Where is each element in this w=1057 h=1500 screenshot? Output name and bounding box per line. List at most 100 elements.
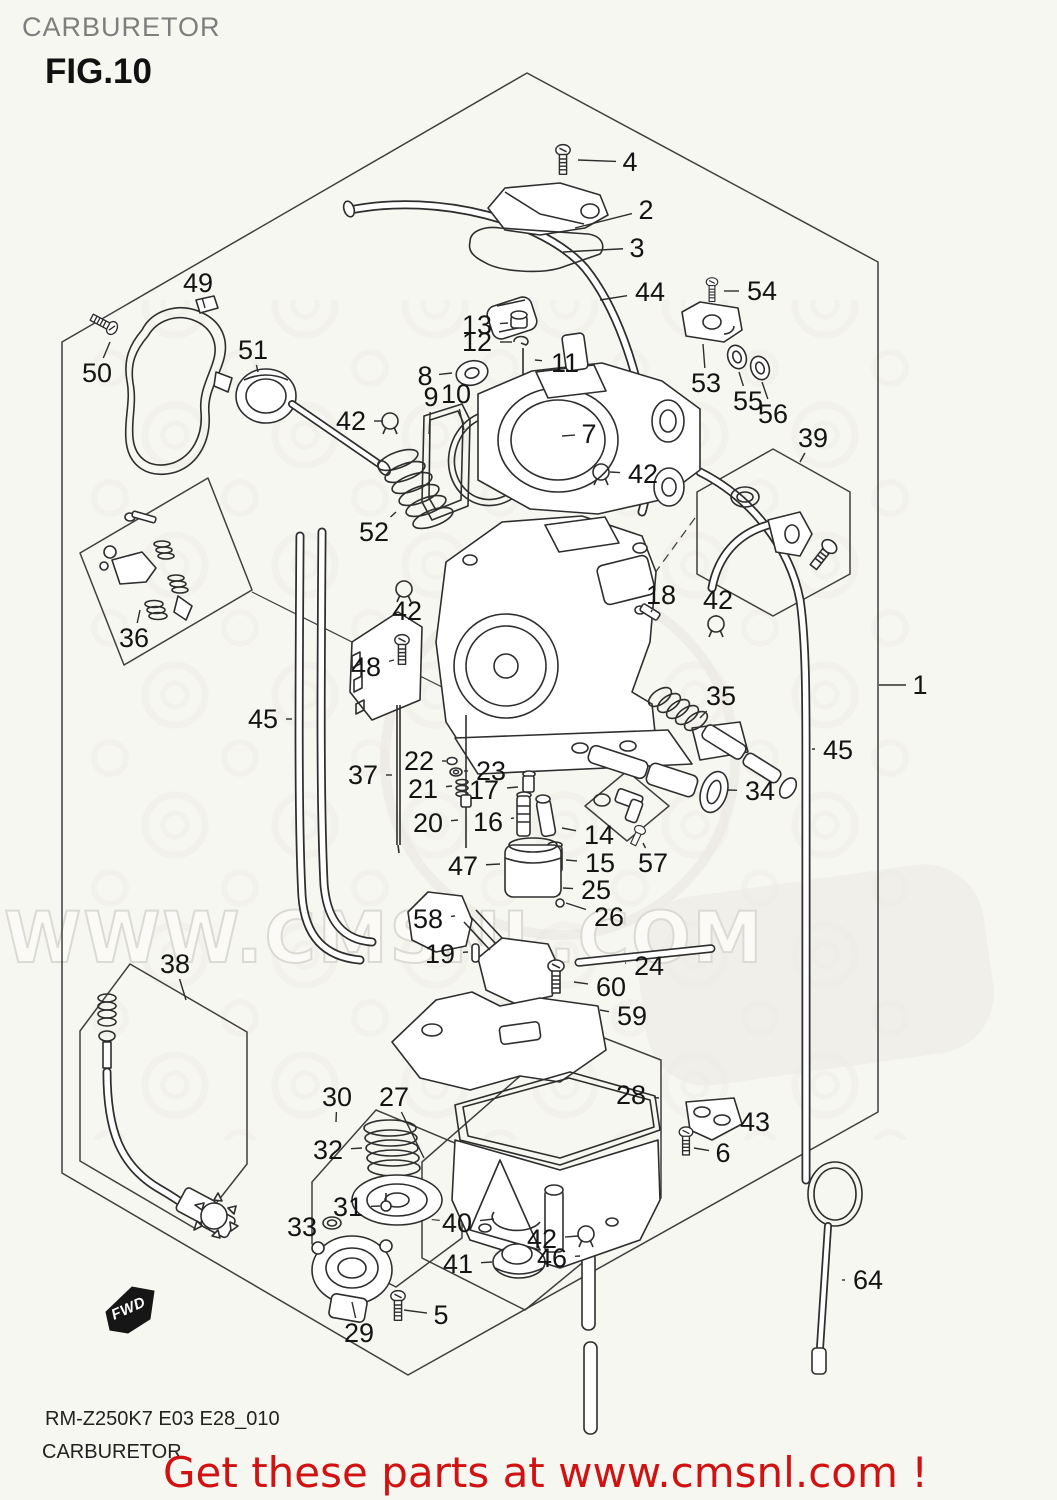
leader-line-15 <box>565 859 578 862</box>
part-label-36: 36 <box>119 623 149 653</box>
leader-line-60 <box>573 981 589 985</box>
part-label-42: 42 <box>703 585 733 615</box>
part-label-55: 55 <box>733 386 763 416</box>
leader-line-36 <box>136 609 141 624</box>
part-22-washer-art <box>446 756 458 766</box>
part-label-18: 18 <box>646 580 676 610</box>
leader-line-42 <box>564 1235 579 1238</box>
part-label-42: 42 <box>628 459 658 489</box>
leader-line-49 <box>201 297 206 309</box>
leader-line-13 <box>499 322 509 325</box>
part-label-58: 58 <box>413 904 443 934</box>
part-36-group-art <box>99 510 193 621</box>
leader-line-20 <box>450 819 459 822</box>
leader-line-42 <box>609 471 621 474</box>
leader-line-53 <box>702 343 706 369</box>
part-59-plate-art <box>391 991 607 1091</box>
part-label-51: 51 <box>238 335 268 365</box>
part-34-plunger-art <box>587 744 729 814</box>
part-label-11: 11 <box>551 348 579 378</box>
part-37-rod-art <box>396 705 401 854</box>
part-30-diaphragm-art <box>351 1174 443 1226</box>
part-47-holder-art <box>504 837 562 898</box>
part-label-20: 20 <box>413 808 443 838</box>
part-38-sensor-art <box>97 993 239 1239</box>
leader-line-39 <box>799 452 806 463</box>
part-label-53: 53 <box>691 368 721 398</box>
part-label-54: 54 <box>747 276 777 306</box>
box-30 <box>311 1109 463 1288</box>
watermark-text: WWW.CMSNL.COM <box>4 897 764 979</box>
part-label-10: 10 <box>441 379 471 409</box>
part-label-14: 14 <box>584 820 614 850</box>
part-label-46: 46 <box>537 1243 567 1273</box>
part-6-screw-art <box>678 1126 694 1156</box>
box-57 <box>584 770 670 842</box>
part-label-12: 12 <box>462 327 492 357</box>
leader-line-6 <box>693 1147 710 1152</box>
leader-line-9 <box>428 411 431 435</box>
part-12-clip-art <box>513 335 529 346</box>
part-64-dipstick-art <box>807 1161 863 1375</box>
part-label-33: 33 <box>287 1212 317 1242</box>
part-label-8: 8 <box>417 361 432 391</box>
part-label-21: 21 <box>408 774 438 804</box>
parts-art <box>87 143 863 1435</box>
part-label-1: 1 <box>912 670 927 700</box>
leader-line-47 <box>485 863 501 866</box>
part-label-40: 40 <box>442 1208 472 1238</box>
part-label-60: 60 <box>596 972 626 1002</box>
leader-line-17 <box>506 786 519 789</box>
part-56-washer-art <box>749 355 771 381</box>
part-label-59: 59 <box>617 1001 647 1031</box>
main-outline <box>61 72 879 1376</box>
part-33-oring-art <box>322 1216 342 1230</box>
part-label-2: 2 <box>638 195 653 225</box>
leader-line-35 <box>699 710 708 719</box>
part-35-cable-art <box>647 686 798 799</box>
part-7-throttle-body-art <box>477 332 701 515</box>
figure-number: FIG.10 <box>45 52 152 91</box>
part-label-64: 64 <box>853 1265 883 1295</box>
part-13-plug-art <box>510 310 528 329</box>
part-label-49: 49 <box>183 268 213 298</box>
leader-line-29 <box>351 1301 357 1319</box>
part-label-19: 19 <box>425 939 455 969</box>
part-41-cap-art <box>492 1243 546 1279</box>
part-58-float-art <box>407 891 561 1005</box>
part-label-4: 4 <box>622 147 637 177</box>
part-52-spring-art <box>377 448 454 530</box>
part-14-valve-art <box>535 794 557 838</box>
part-28-bowl-art <box>451 1071 661 1269</box>
part-57-group-art <box>593 788 646 847</box>
part-3-gasket-art <box>468 226 604 273</box>
part-label-9: 9 <box>423 382 438 412</box>
part-label-31: 31 <box>333 1192 363 1222</box>
leader-line-55 <box>738 371 745 387</box>
part-29-pump-art <box>311 1235 393 1323</box>
leader-line-28 <box>653 1096 660 1099</box>
part-19-pin-art <box>471 943 480 963</box>
leader-line-25 <box>562 887 574 890</box>
leader-line-38 <box>178 978 187 1001</box>
leader-line-56 <box>761 381 769 400</box>
part-label-27: 27 <box>379 1082 409 1112</box>
part-label-6: 6 <box>715 1138 730 1168</box>
part-8-washer-art <box>455 359 489 387</box>
part-20-needle-art <box>460 715 472 848</box>
part-label-45: 45 <box>823 735 853 765</box>
part-24-rod-art <box>574 944 716 967</box>
part-label-43: 43 <box>740 1107 770 1137</box>
part-23-nut-art <box>449 767 463 777</box>
leader-line-44 <box>599 294 628 301</box>
part-label-32: 32 <box>313 1135 343 1165</box>
part-26-pellet-art <box>555 898 565 908</box>
leader-lines <box>102 159 906 1319</box>
promo-text: Get these parts at www.cmsnl.com ! <box>163 1448 929 1497</box>
part-label-26: 26 <box>594 902 624 932</box>
part-label-15: 15 <box>585 848 615 878</box>
part-43-bracket-art <box>685 1097 743 1141</box>
